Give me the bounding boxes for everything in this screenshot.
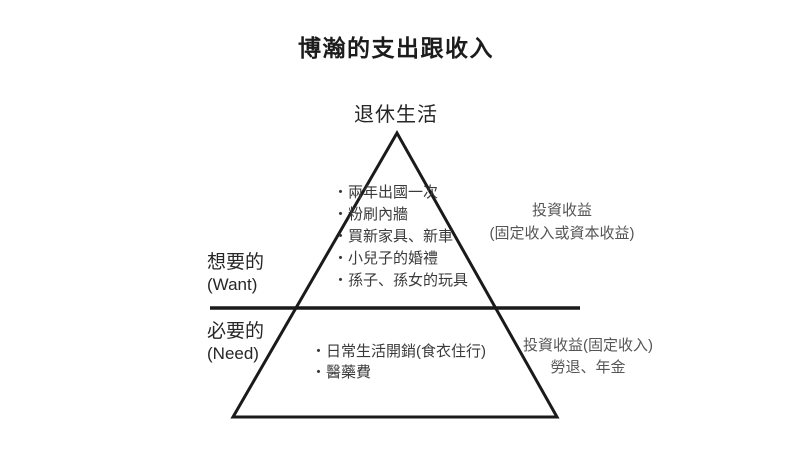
want-item: ・孫子、孫女的玩具	[333, 272, 469, 289]
need-items-list: ・日常生活開銷(食衣住行) ・醫藥費	[311, 341, 486, 383]
pyramid-triangle	[230, 129, 560, 419]
need-income-line: 投資收益(固定收入)	[523, 337, 653, 354]
want-income-annotation: 投資收益 (固定收入或資本收益)	[482, 199, 642, 245]
want-label-en: (Want)	[207, 275, 258, 294]
want-item: ・小兒子的婚禮	[333, 250, 439, 267]
page-title: 博瀚的支出跟收入	[298, 35, 494, 61]
need-income-line: 勞退、年金	[550, 359, 626, 376]
want-item: ・兩年出國一次	[333, 184, 439, 201]
need-income-annotation: 投資收益(固定收入) 勞退、年金	[508, 335, 668, 379]
need-label-zh: 必要的	[207, 321, 265, 342]
want-income-line: 投資收益	[531, 202, 592, 219]
need-label-en: (Need)	[207, 344, 259, 363]
want-items-list: ・兩年出國一次 ・粉刷內牆 ・買新家具、新車 ・小兒子的婚禮 ・孫子、孫女的玩具	[333, 182, 468, 292]
want-item: ・粉刷內牆	[333, 206, 409, 223]
need-item: ・醫藥費	[311, 364, 372, 381]
need-label: 必要的 (Need)	[207, 321, 264, 365]
need-item: ・日常生活開銷(食衣住行)	[311, 343, 486, 360]
want-label-zh: 想要的	[207, 252, 265, 273]
apex-label: 退休生活	[354, 104, 438, 126]
want-item: ・買新家具、新車	[333, 228, 454, 245]
want-label: 想要的 (Want)	[207, 252, 264, 296]
want-income-line: (固定收入或資本收益)	[489, 225, 635, 242]
